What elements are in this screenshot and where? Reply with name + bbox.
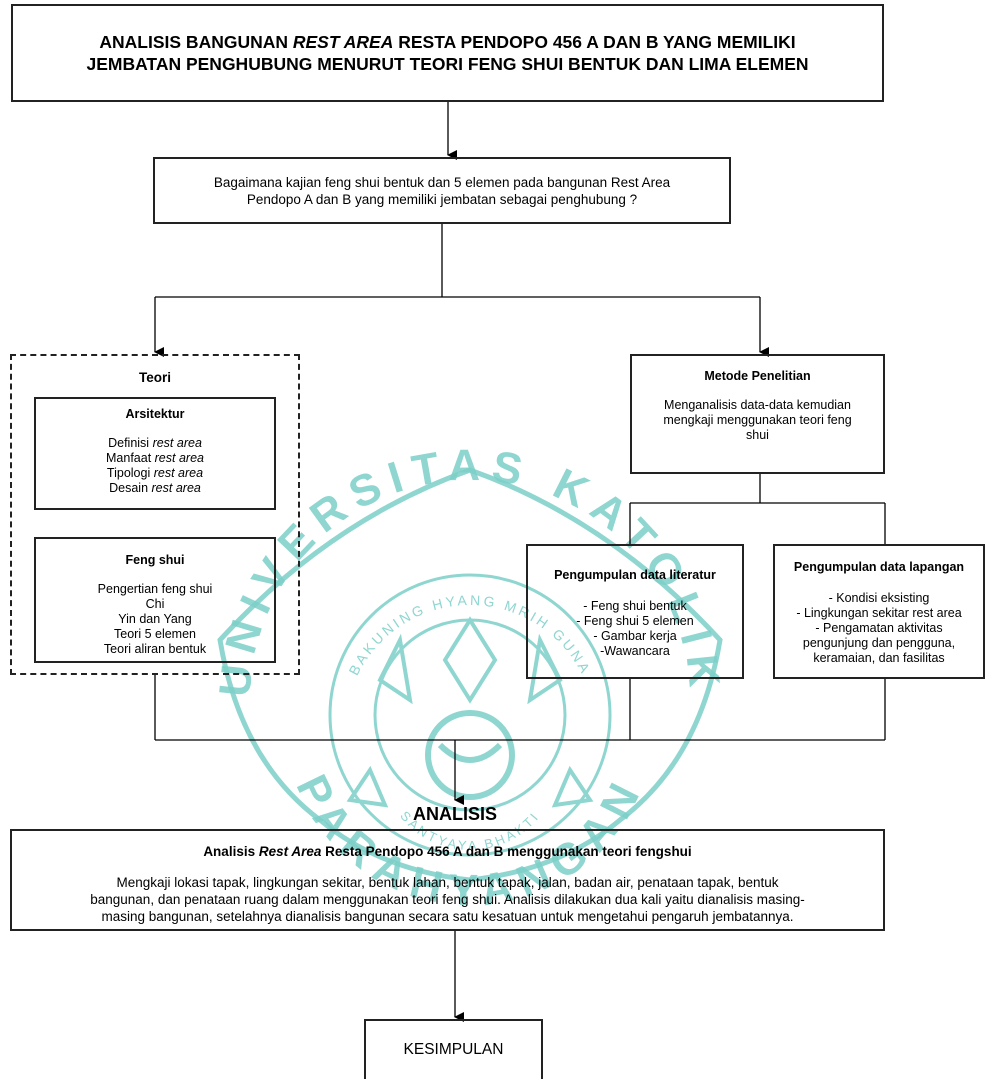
- literatur-item: - Feng shui 5 elemen: [576, 614, 694, 628]
- fengshui-item: Yin dan Yang: [118, 612, 192, 626]
- kesimpulan-box: KESIMPULAN: [364, 1019, 543, 1079]
- analisis-heading: Analisis Rest Area Resta Pendopo 456 A d…: [203, 844, 692, 859]
- fengshui-box: Feng shui Pengertian feng shui Chi Yin d…: [34, 537, 276, 663]
- literatur-heading: Pengumpulan data literatur: [554, 568, 716, 582]
- question-line-1: Bagaimana kajian feng shui bentuk dan 5 …: [213, 174, 671, 190]
- fengshui-heading: Feng shui: [125, 553, 185, 567]
- metode-line: shui: [746, 428, 769, 442]
- fengshui-item: Teori aliran bentuk: [103, 642, 207, 656]
- literatur-item: -Wawancara: [600, 644, 670, 658]
- literatur-item: - Gambar kerja: [593, 629, 677, 643]
- analisis-line: masing bangunan, setelahnya dianalisis b…: [101, 909, 794, 924]
- literatur-item: - Feng shui bentuk: [583, 599, 687, 613]
- analisis-box: Analisis Rest Area Resta Pendopo 456 A d…: [10, 829, 885, 931]
- metode-line: mengkaji menggunakan teori feng: [663, 413, 852, 427]
- title-box: ANALISIS BANGUNAN REST AREA RESTA PENDOP…: [11, 4, 884, 102]
- question-line-2: Pendopo A dan B yang memiliki jembatan s…: [246, 191, 638, 207]
- arsitektur-item: Definisi rest area: [108, 436, 202, 450]
- teori-heading: Teori: [138, 370, 171, 385]
- kesimpulan-label: KESIMPULAN: [403, 1041, 504, 1058]
- arsitektur-item: Tipologi rest area: [106, 466, 204, 480]
- arsitektur-item: Manfaat rest area: [106, 451, 204, 465]
- lapangan-box: Pengumpulan data lapangan - Kondisi eksi…: [773, 544, 985, 679]
- research-question-box: Bagaimana kajian feng shui bentuk dan 5 …: [153, 157, 731, 224]
- lapangan-item: - Kondisi eksisting: [828, 591, 930, 605]
- fengshui-item: Chi: [145, 597, 165, 611]
- fengshui-item: Pengertian feng shui: [97, 582, 213, 596]
- metode-heading: Metode Penelitian: [704, 369, 811, 383]
- title-line-2: JEMBATAN PENGHUBUNG MENURUT TEORI FENG S…: [86, 54, 809, 74]
- analisis-line: Mengkaji lokasi tapak, lingkungan sekita…: [116, 875, 779, 890]
- metode-line: Menganalisis data-data kemudian: [664, 398, 851, 412]
- lapangan-heading: Pengumpulan data lapangan: [793, 560, 965, 574]
- metode-penelitian-box: Metode Penelitian Menganalisis data-data…: [630, 354, 885, 474]
- analisis-line: bangunan, dan penataan ruang dalam mengg…: [90, 892, 805, 907]
- title-line-1: ANALISIS BANGUNAN REST AREA RESTA PENDOP…: [99, 32, 796, 52]
- arsitektur-heading: Arsitektur: [125, 407, 185, 421]
- teori-group: Teori Arsitektur Definisi rest area Manf…: [10, 354, 300, 675]
- arsitektur-item: Desain rest area: [109, 481, 201, 495]
- literatur-box: Pengumpulan data literatur - Feng shui b…: [526, 544, 744, 679]
- lapangan-item: pengunjung dan pengguna,: [802, 636, 956, 650]
- lapangan-item: - Lingkungan sekitar rest area: [796, 606, 962, 620]
- analisis-label: ANALISIS: [412, 804, 497, 824]
- lapangan-item: - Pengamatan aktivitas: [815, 621, 943, 635]
- lapangan-item: keramaian, dan fasilitas: [813, 651, 945, 665]
- fengshui-item: Teori 5 elemen: [114, 627, 196, 641]
- arsitektur-box: Arsitektur Definisi rest area Manfaat re…: [34, 397, 276, 510]
